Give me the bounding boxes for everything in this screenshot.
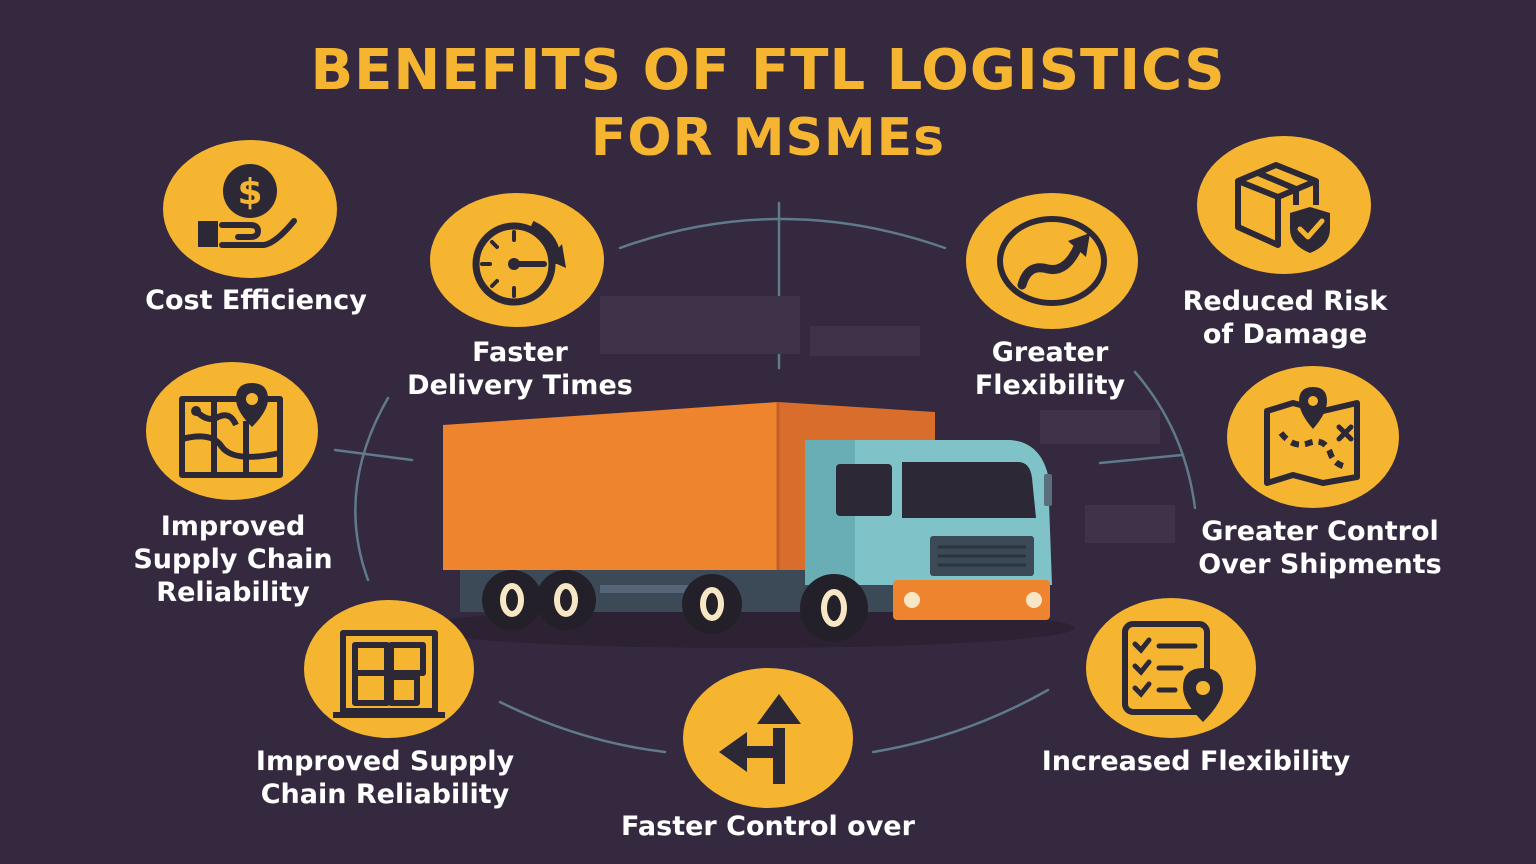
faster-control-label: Faster Control over: [621, 811, 915, 842]
supply-chain-left-label: Improved Supply Chain Reliability: [133, 511, 333, 608]
increased-flexibility-badge: [1086, 598, 1256, 738]
page-title-line1: BENEFITS OF FTL LOGISTICS: [310, 38, 1226, 103]
greater-flexibility-badge: [966, 193, 1138, 329]
increased-flexibility-label: Increased Flexibility: [1041, 746, 1351, 777]
cost-efficiency-badge: $: [163, 140, 337, 278]
split-arrow-icon: [719, 694, 801, 784]
greater-control-label: Greater Control Over Shipments: [1198, 516, 1442, 580]
greater-control-badge: [1227, 366, 1399, 508]
dollar-hand-icon: $: [198, 164, 297, 248]
faster-control-badge: [683, 668, 853, 808]
checklist-pin-icon: [1122, 621, 1223, 722]
supply-chain-left-badge: [146, 362, 318, 500]
map-pin-icon: [179, 383, 283, 478]
warehouse-boxes-icon: [333, 630, 445, 718]
map-route-icon: [1264, 387, 1360, 486]
stopwatch-icon: [472, 220, 566, 306]
box-shield-icon: [1235, 162, 1330, 253]
reduced-risk-badge: [1197, 136, 1371, 274]
svg-text:$: $: [237, 172, 262, 213]
curved-arrow-icon: [997, 216, 1107, 306]
faster-delivery-badge: [430, 193, 604, 327]
page-title-line2: FOR MSMEs: [590, 108, 946, 168]
supply-chain-bottom-label: Improved Supply Chain Reliability: [255, 746, 515, 810]
cost-efficiency-label: Cost Efficiency: [145, 285, 367, 316]
reduced-risk-label: Reduced Risk of Damage: [1182, 286, 1388, 350]
greater-flexibility-label: Greater Flexibility: [974, 337, 1126, 401]
supply-chain-bottom-badge: [304, 600, 474, 738]
faster-delivery-label: Faster Delivery Times: [407, 337, 633, 401]
